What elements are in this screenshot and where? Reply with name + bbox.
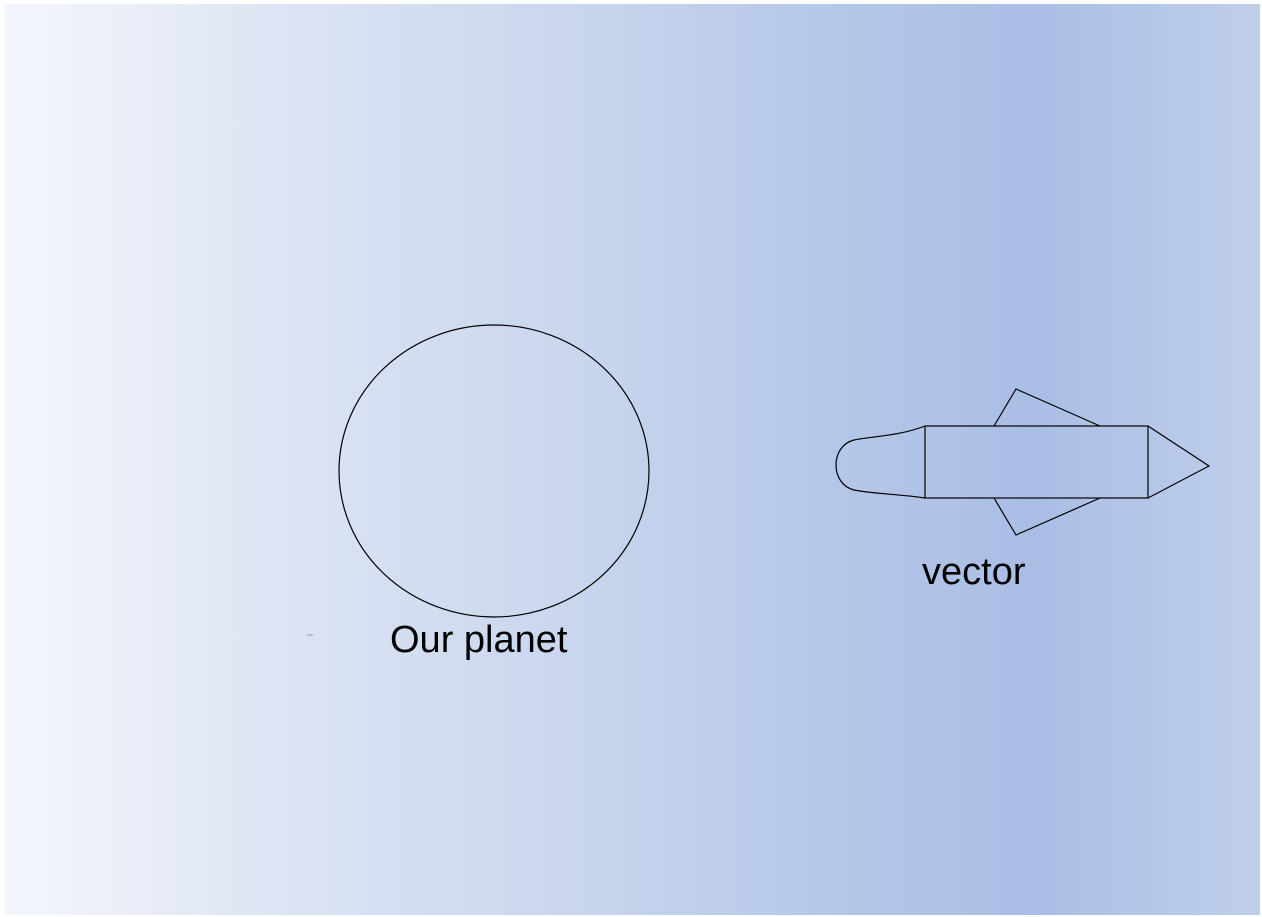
- rocket-nose: [1148, 426, 1209, 498]
- rocket-icon: [836, 389, 1209, 535]
- rocket-tail: [836, 426, 925, 498]
- slide-canvas: Our planet vector: [4, 4, 1260, 915]
- planet-label: Our planet: [390, 619, 568, 661]
- rocket-top-fin: [994, 389, 1100, 426]
- rocket-bottom-fin: [994, 498, 1100, 535]
- diagram: Our planet vector: [4, 4, 1260, 915]
- rocket-body: [925, 426, 1148, 498]
- planet-circle: [339, 325, 649, 617]
- vector-label: vector: [922, 551, 1026, 593]
